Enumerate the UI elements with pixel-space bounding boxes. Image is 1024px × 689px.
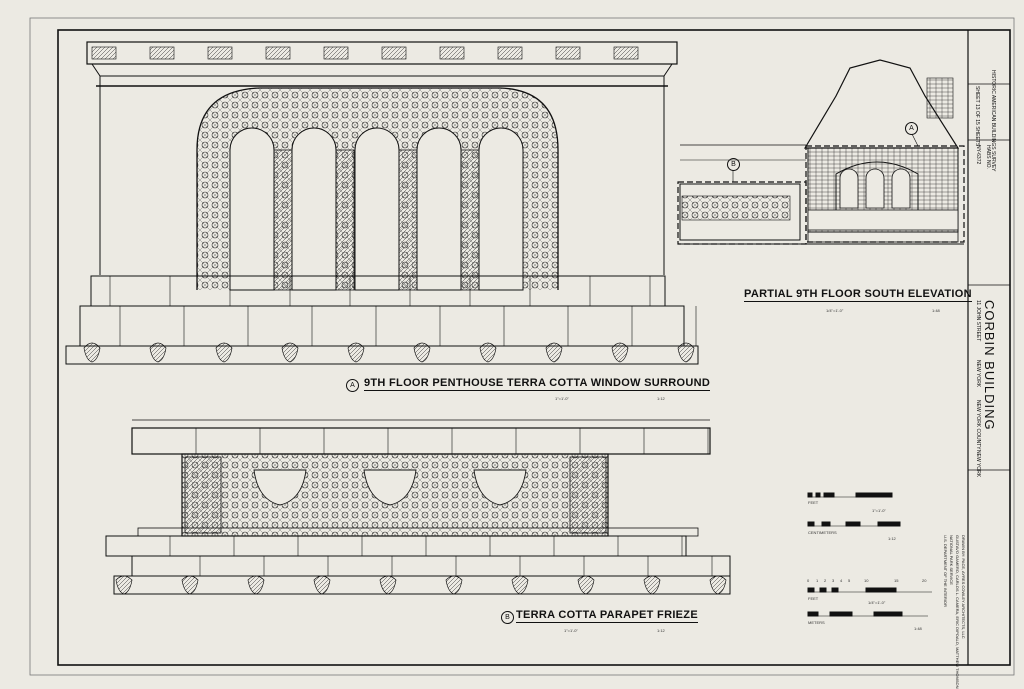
corbel [611,342,629,363]
cornice-block [91,46,117,60]
drawing-marker-a: A [346,379,359,392]
elevation-window [865,168,885,209]
scale-bar-tick-0: 0 [807,578,810,583]
corbel [577,575,595,595]
cornice-block [265,46,291,60]
cornice-block [323,46,349,60]
corbel [313,575,331,595]
parapet-frieze-drawing [105,419,731,595]
south-elevation-drawing [677,59,965,245]
title-block-drawn-by: DRAWN BY: PACE, AYRES COWLEY ARCHITECTS,… [961,535,966,639]
cornice-block [555,46,581,60]
corbel [347,342,365,363]
corbel [643,575,661,595]
corbel [511,575,529,595]
cornice-block [207,46,233,60]
column [460,149,480,291]
corbel [115,575,133,595]
title-block-building: CORBIN BUILDING [982,300,997,431]
corbel [479,342,497,363]
corbel [247,575,265,595]
cornice-block [381,46,407,60]
scale-bar-metric-1: CENTIMETERS [808,530,837,535]
title-block-county: NEW YORK COUNTY [975,400,981,450]
corbel [83,342,101,363]
drawing-title-elevation: PARTIAL 9TH FLOOR SOUTH ELEVATION [744,288,972,302]
corbel [215,342,233,363]
scale-bar-tick-5: 5 [848,578,851,583]
scale-bar-tick-1: 1 [816,578,819,583]
scale-bar-imperial-1: 1"=1'-0" [872,508,886,513]
scale-ratio-elevation: 1:48 [932,308,940,313]
scale-bar-tick-4: 4 [840,578,843,583]
column [398,149,418,291]
corbel [281,342,299,363]
drawing-title-a: 9TH FLOOR PENTHOUSE TERRA COTTA WINDOW S… [364,377,711,391]
window-opening [478,127,524,291]
cornice-block [497,46,523,60]
window-surround-drawing [65,41,699,365]
title-block-agency: NATIONAL PARK SERVICE [949,535,954,585]
scale-imperial-b: 1"=1'-0" [564,628,578,633]
window-opening [291,127,337,291]
outer-border [29,17,1015,676]
drawing-title-b: TERRA COTTA PARAPET FRIEZE [516,609,698,623]
corbel [149,342,167,363]
corbel [709,575,727,595]
frieze-urn [363,469,417,506]
drawing-marker-b: B [501,611,514,624]
frieze-urn [473,469,527,506]
scale-ratio-a: 1:12 [657,396,665,401]
cornice-block [149,46,175,60]
scale-bar-ratio-1: 1:12 [888,536,896,541]
title-block-city: NEW YORK [975,360,981,388]
window-opening [416,127,462,291]
elevation-callout-b: B [727,158,740,171]
title-block-sheet: SHEET 13 OF 15 SHEETS [974,86,980,147]
scale-bars [807,492,932,617]
title-block-address: 11 JOHN STREET [975,300,981,342]
scale-ratio-b: 1:12 [657,628,665,633]
corbel [181,575,199,595]
cornice-block [613,46,639,60]
scale-imperial-elevation: 1/4"=1'-0" [826,308,844,313]
window-opening [354,127,400,291]
elevation-arch-surround [835,161,919,210]
frieze-urn [253,469,307,506]
title-block-survey-number-label: HABS NO. [985,145,991,169]
scale-bar-tick-15: 15 [894,578,899,583]
scale-bar-feet-2: FEET [808,596,819,601]
column [273,149,293,291]
corbel [445,575,463,595]
corbel [379,575,397,595]
corbel [413,342,431,363]
scale-bar-ratio-2: 1:48 [914,626,922,631]
inner-border [57,29,1011,666]
corbel [545,342,563,363]
title-block-state: NEW YORK [975,450,981,478]
scale-bar-tick-2: 2 [824,578,827,583]
window-opening [229,127,275,291]
title-block-drawn-names: GUSTAVO GAMERO, CARLOS L. CAMERA, ERIC D… [955,535,960,689]
scale-bar-tick-10: 10 [864,578,869,583]
cornice-block [439,46,465,60]
column [335,149,355,291]
scale-bar-tick-20: 20 [922,578,927,583]
scale-bar-imperial-2: 1/4"=1'-0" [868,600,886,605]
elevation-window [839,168,859,209]
title-block-department: U.S. DEPARTMENT OF THE INTERIOR [943,535,948,607]
corbel [677,342,695,363]
title-block-survey-number: NY-6372 [975,145,981,165]
scale-imperial-a: 1"=1'-0" [555,396,569,401]
scale-bar-feet-1: FEET [808,500,819,505]
elevation-window [891,168,911,209]
scale-bar-tick-3: 3 [832,578,835,583]
scale-bar-metric-2: METERS [808,620,825,625]
elevation-callout-a: A [905,122,918,135]
